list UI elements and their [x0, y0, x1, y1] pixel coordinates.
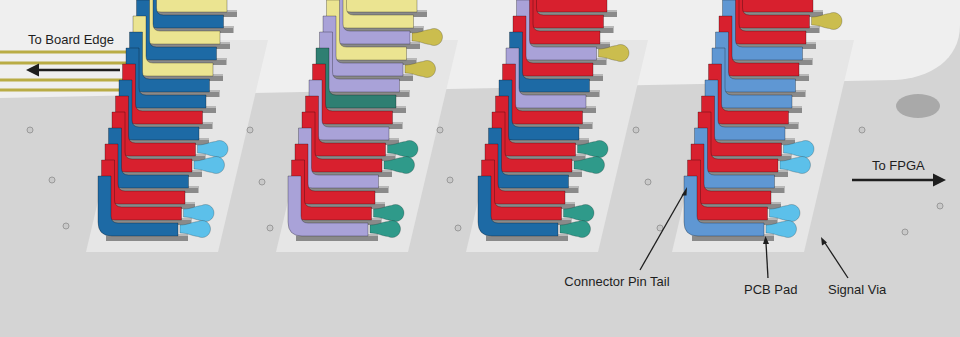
callout-label: PCB Pad — [744, 282, 797, 298]
leader-line — [640, 187, 848, 278]
direction-arrow — [26, 64, 120, 77]
pin-column — [684, 0, 842, 241]
callout-label: Signal Via — [828, 282, 886, 298]
callout-label: To FPGA — [872, 158, 925, 174]
callout-label: To Board Edge — [28, 32, 114, 48]
pin-column — [478, 0, 629, 241]
pin-column — [98, 0, 237, 241]
callout-label: Connector Pin Tail — [564, 274, 669, 290]
direction-arrow — [852, 174, 946, 187]
mounting-hole — [896, 94, 940, 118]
pin-column — [288, 0, 443, 241]
